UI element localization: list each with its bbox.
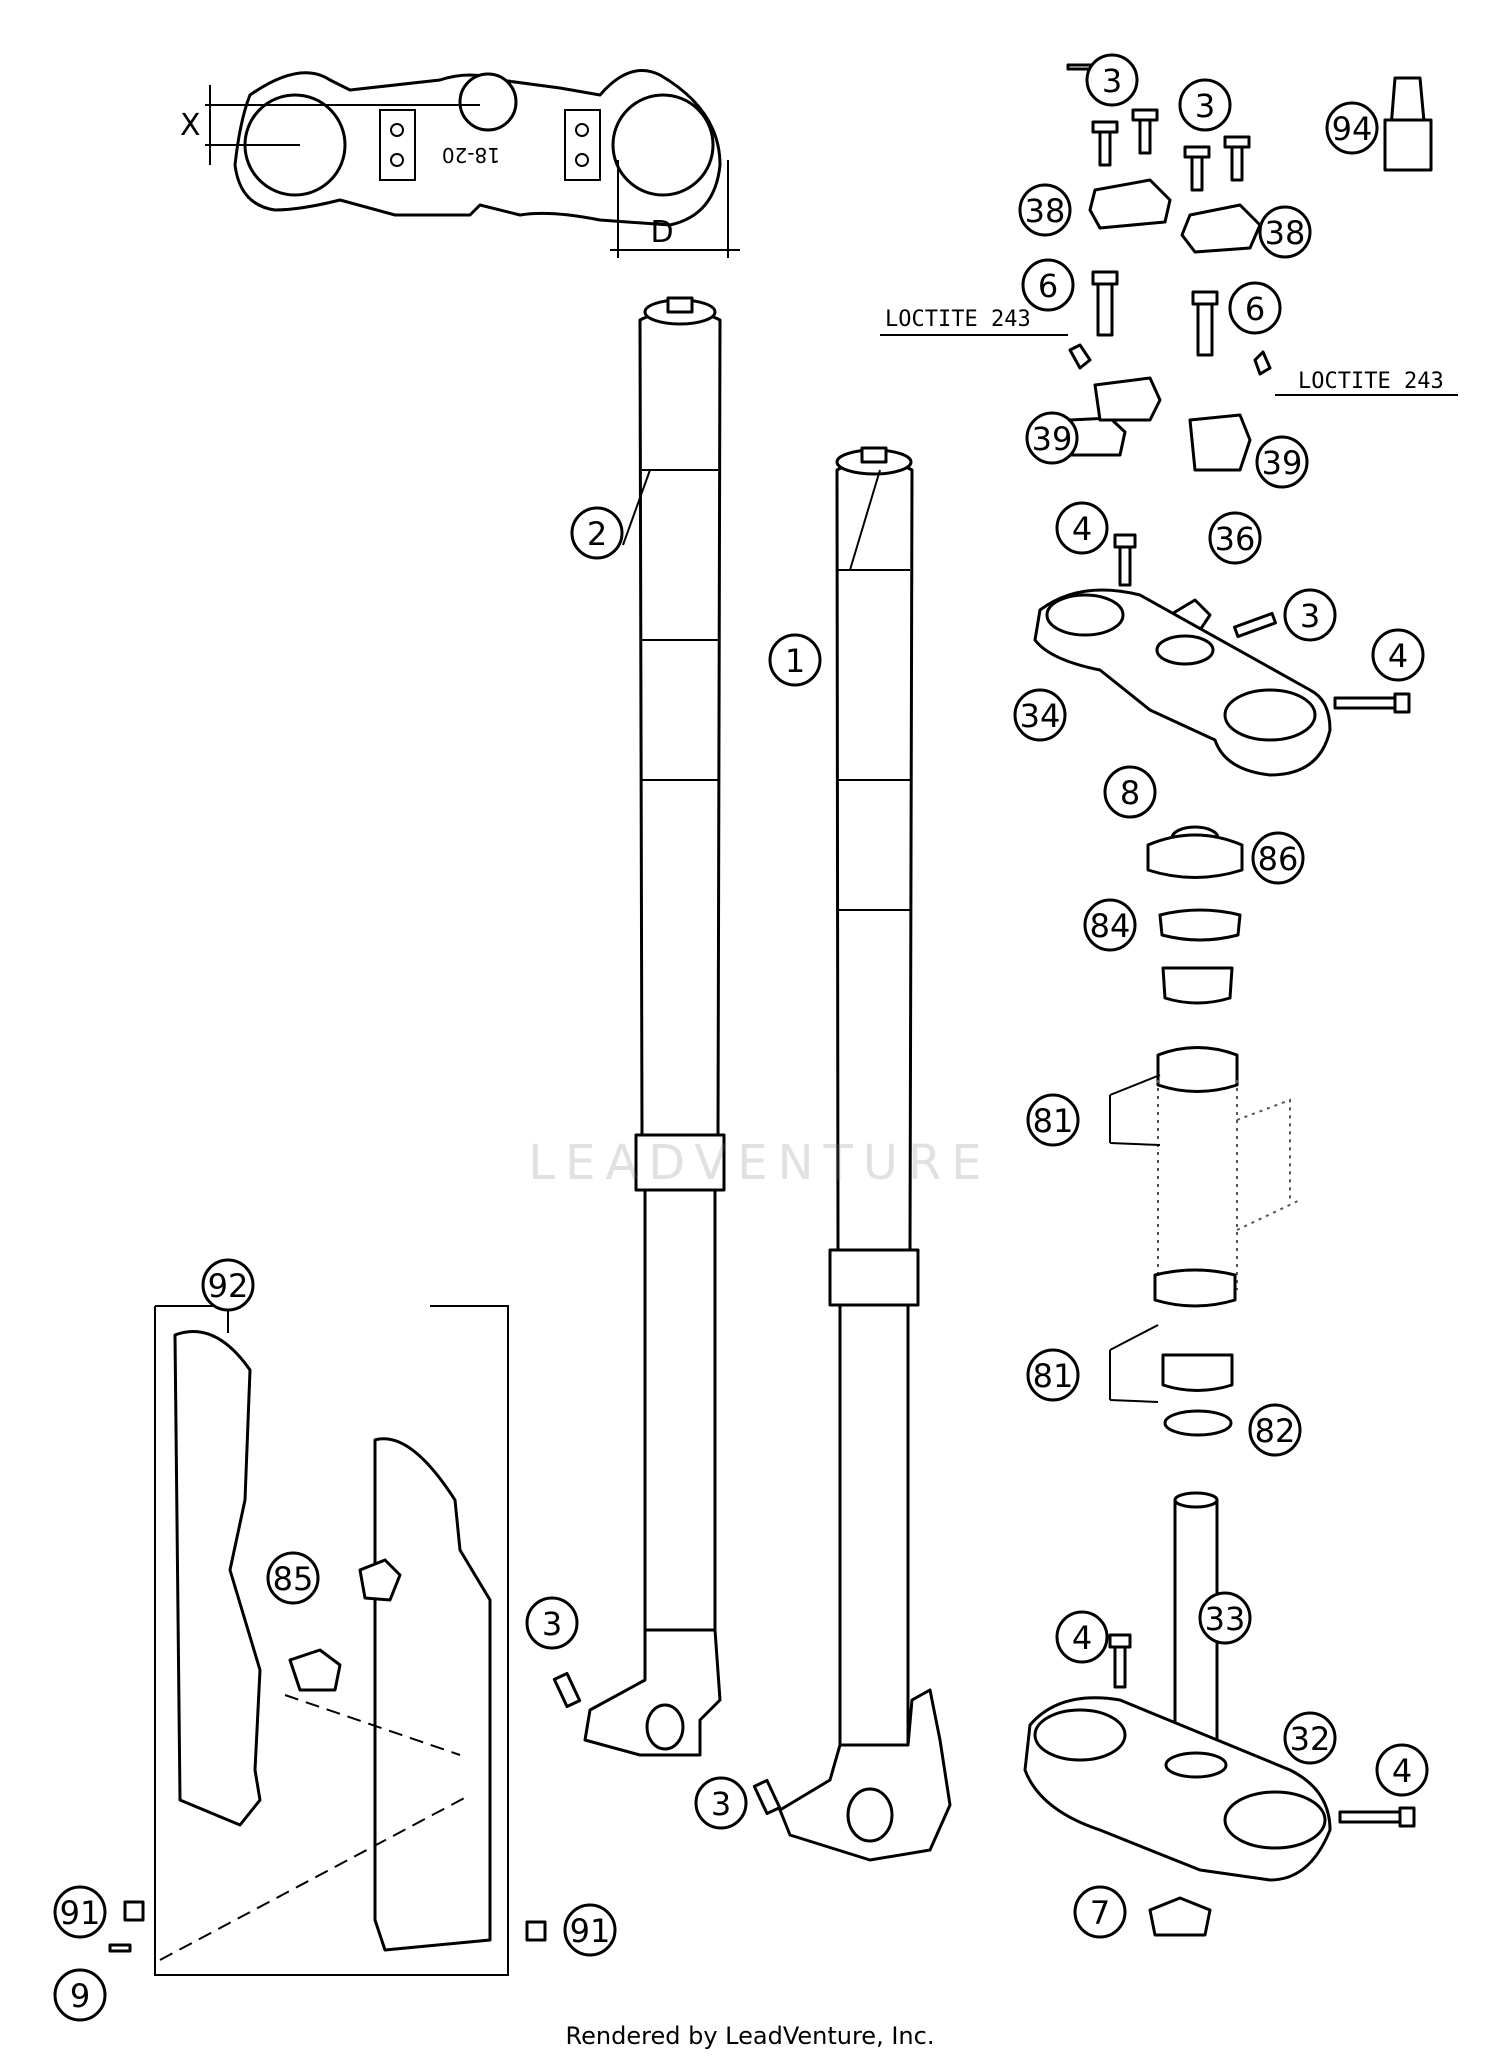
callout-81: 81 bbox=[1026, 1093, 1080, 1147]
callout-label: 1 bbox=[785, 642, 805, 680]
callout-4: 4 bbox=[1055, 1610, 1109, 1664]
callout-label: 39 bbox=[1032, 420, 1073, 458]
upper-triple-clamp bbox=[1033, 533, 1411, 777]
footer-credit: Rendered by LeadVenture, Inc. bbox=[565, 2022, 935, 2050]
callout-8: 8 bbox=[1103, 765, 1157, 819]
callout-1: 1 bbox=[768, 633, 822, 687]
callout-4: 4 bbox=[1055, 501, 1109, 555]
fork-leg-2 bbox=[583, 296, 726, 1757]
callout-label: 8 bbox=[1120, 774, 1140, 812]
callout-3: 3 bbox=[525, 1596, 579, 1650]
callout-7: 7 bbox=[1073, 1885, 1127, 1939]
callout-38: 38 bbox=[1018, 183, 1072, 237]
callout-82: 82 bbox=[1248, 1403, 1302, 1457]
callout-84: 84 bbox=[1083, 898, 1137, 952]
callout-label: 84 bbox=[1090, 907, 1131, 945]
callout-91: 91 bbox=[563, 1903, 617, 1957]
callout-86: 86 bbox=[1251, 831, 1305, 885]
callout-label: 33 bbox=[1205, 1600, 1246, 1638]
callout-32: 32 bbox=[1283, 1711, 1337, 1765]
callout-label: 6 bbox=[1245, 290, 1265, 328]
callout-3: 3 bbox=[694, 1776, 748, 1830]
callout-label: 4 bbox=[1072, 1619, 1092, 1657]
fork-protectors bbox=[108, 1305, 547, 1976]
callout-label: 86 bbox=[1258, 840, 1299, 878]
callout-39: 39 bbox=[1025, 411, 1079, 465]
callout-85: 85 bbox=[266, 1551, 320, 1605]
callout-label: 36 bbox=[1215, 520, 1256, 558]
callout-81: 81 bbox=[1026, 1348, 1080, 1402]
callout-label: 4 bbox=[1072, 510, 1092, 548]
leader-lines bbox=[227, 469, 881, 1333]
callout-label: 3 bbox=[1195, 87, 1215, 125]
callout-label: 6 bbox=[1038, 267, 1058, 305]
callout-label: 4 bbox=[1388, 637, 1408, 675]
callout-label: 9 bbox=[70, 1977, 90, 2015]
callout-2: 2 bbox=[570, 506, 624, 560]
callout-label: 91 bbox=[570, 1912, 611, 1950]
callout-label: 3 bbox=[542, 1605, 562, 1643]
callout-6: 6 bbox=[1021, 258, 1075, 312]
callout-38: 38 bbox=[1258, 205, 1312, 259]
loctite-notes: LOCTITE 243 LOCTITE 243 bbox=[880, 307, 1458, 396]
callout-label: 39 bbox=[1262, 444, 1303, 482]
callout-label: 85 bbox=[273, 1560, 314, 1598]
loctite-note-right: LOCTITE 243 bbox=[1298, 369, 1444, 394]
callout-6: 6 bbox=[1228, 281, 1282, 335]
fork-leg-1 bbox=[778, 446, 952, 1862]
callout-label: 3 bbox=[1300, 597, 1320, 635]
callout-label: 4 bbox=[1392, 1752, 1412, 1790]
callout-4: 4 bbox=[1375, 1743, 1429, 1797]
watermark: LEADVENTURE bbox=[528, 1135, 992, 1191]
loctite-note-left: LOCTITE 243 bbox=[885, 307, 1031, 332]
callout-9: 9 bbox=[53, 1968, 107, 2022]
callout-label: 3 bbox=[711, 1785, 731, 1823]
callout-91: 91 bbox=[53, 1885, 107, 1939]
callout-label: 38 bbox=[1265, 214, 1306, 252]
callout-4: 4 bbox=[1371, 628, 1425, 682]
callout-label: 2 bbox=[587, 515, 607, 553]
triple-clamp-top-view: 18-20 X D bbox=[180, 69, 740, 258]
callout-3: 3 bbox=[1283, 588, 1337, 642]
callout-label: 92 bbox=[208, 1267, 249, 1305]
callout-92: 92 bbox=[201, 1258, 255, 1312]
callout-label: 81 bbox=[1033, 1357, 1074, 1395]
callout-label: 34 bbox=[1020, 697, 1061, 735]
callout-label: 32 bbox=[1290, 1720, 1331, 1758]
callout-36: 36 bbox=[1208, 511, 1262, 565]
callout-33: 33 bbox=[1198, 1591, 1252, 1645]
callout-label: 91 bbox=[60, 1894, 101, 1932]
callout-3: 3 bbox=[1085, 53, 1139, 107]
callout-label: 81 bbox=[1033, 1102, 1074, 1140]
callout-label: 82 bbox=[1255, 1412, 1296, 1450]
callout-34: 34 bbox=[1013, 688, 1067, 742]
fork-foot-bolts bbox=[552, 1671, 782, 1816]
steering-bearings bbox=[1109, 825, 1301, 1437]
handlebar-clamp-parts bbox=[1063, 63, 1433, 472]
callout-label: 7 bbox=[1090, 1894, 1110, 1932]
callout-label: 38 bbox=[1025, 192, 1066, 230]
lower-triple-clamp bbox=[1023, 1491, 1416, 1937]
callout-3: 3 bbox=[1178, 78, 1232, 132]
dimension-d: D bbox=[650, 215, 673, 250]
callout-94: 94 bbox=[1325, 101, 1379, 155]
callout-label: 3 bbox=[1102, 62, 1122, 100]
callout-39: 39 bbox=[1255, 435, 1309, 489]
clamp-marking: 18-20 bbox=[442, 143, 500, 167]
callout-label: 94 bbox=[1332, 110, 1373, 148]
dimension-x: X bbox=[180, 108, 201, 143]
